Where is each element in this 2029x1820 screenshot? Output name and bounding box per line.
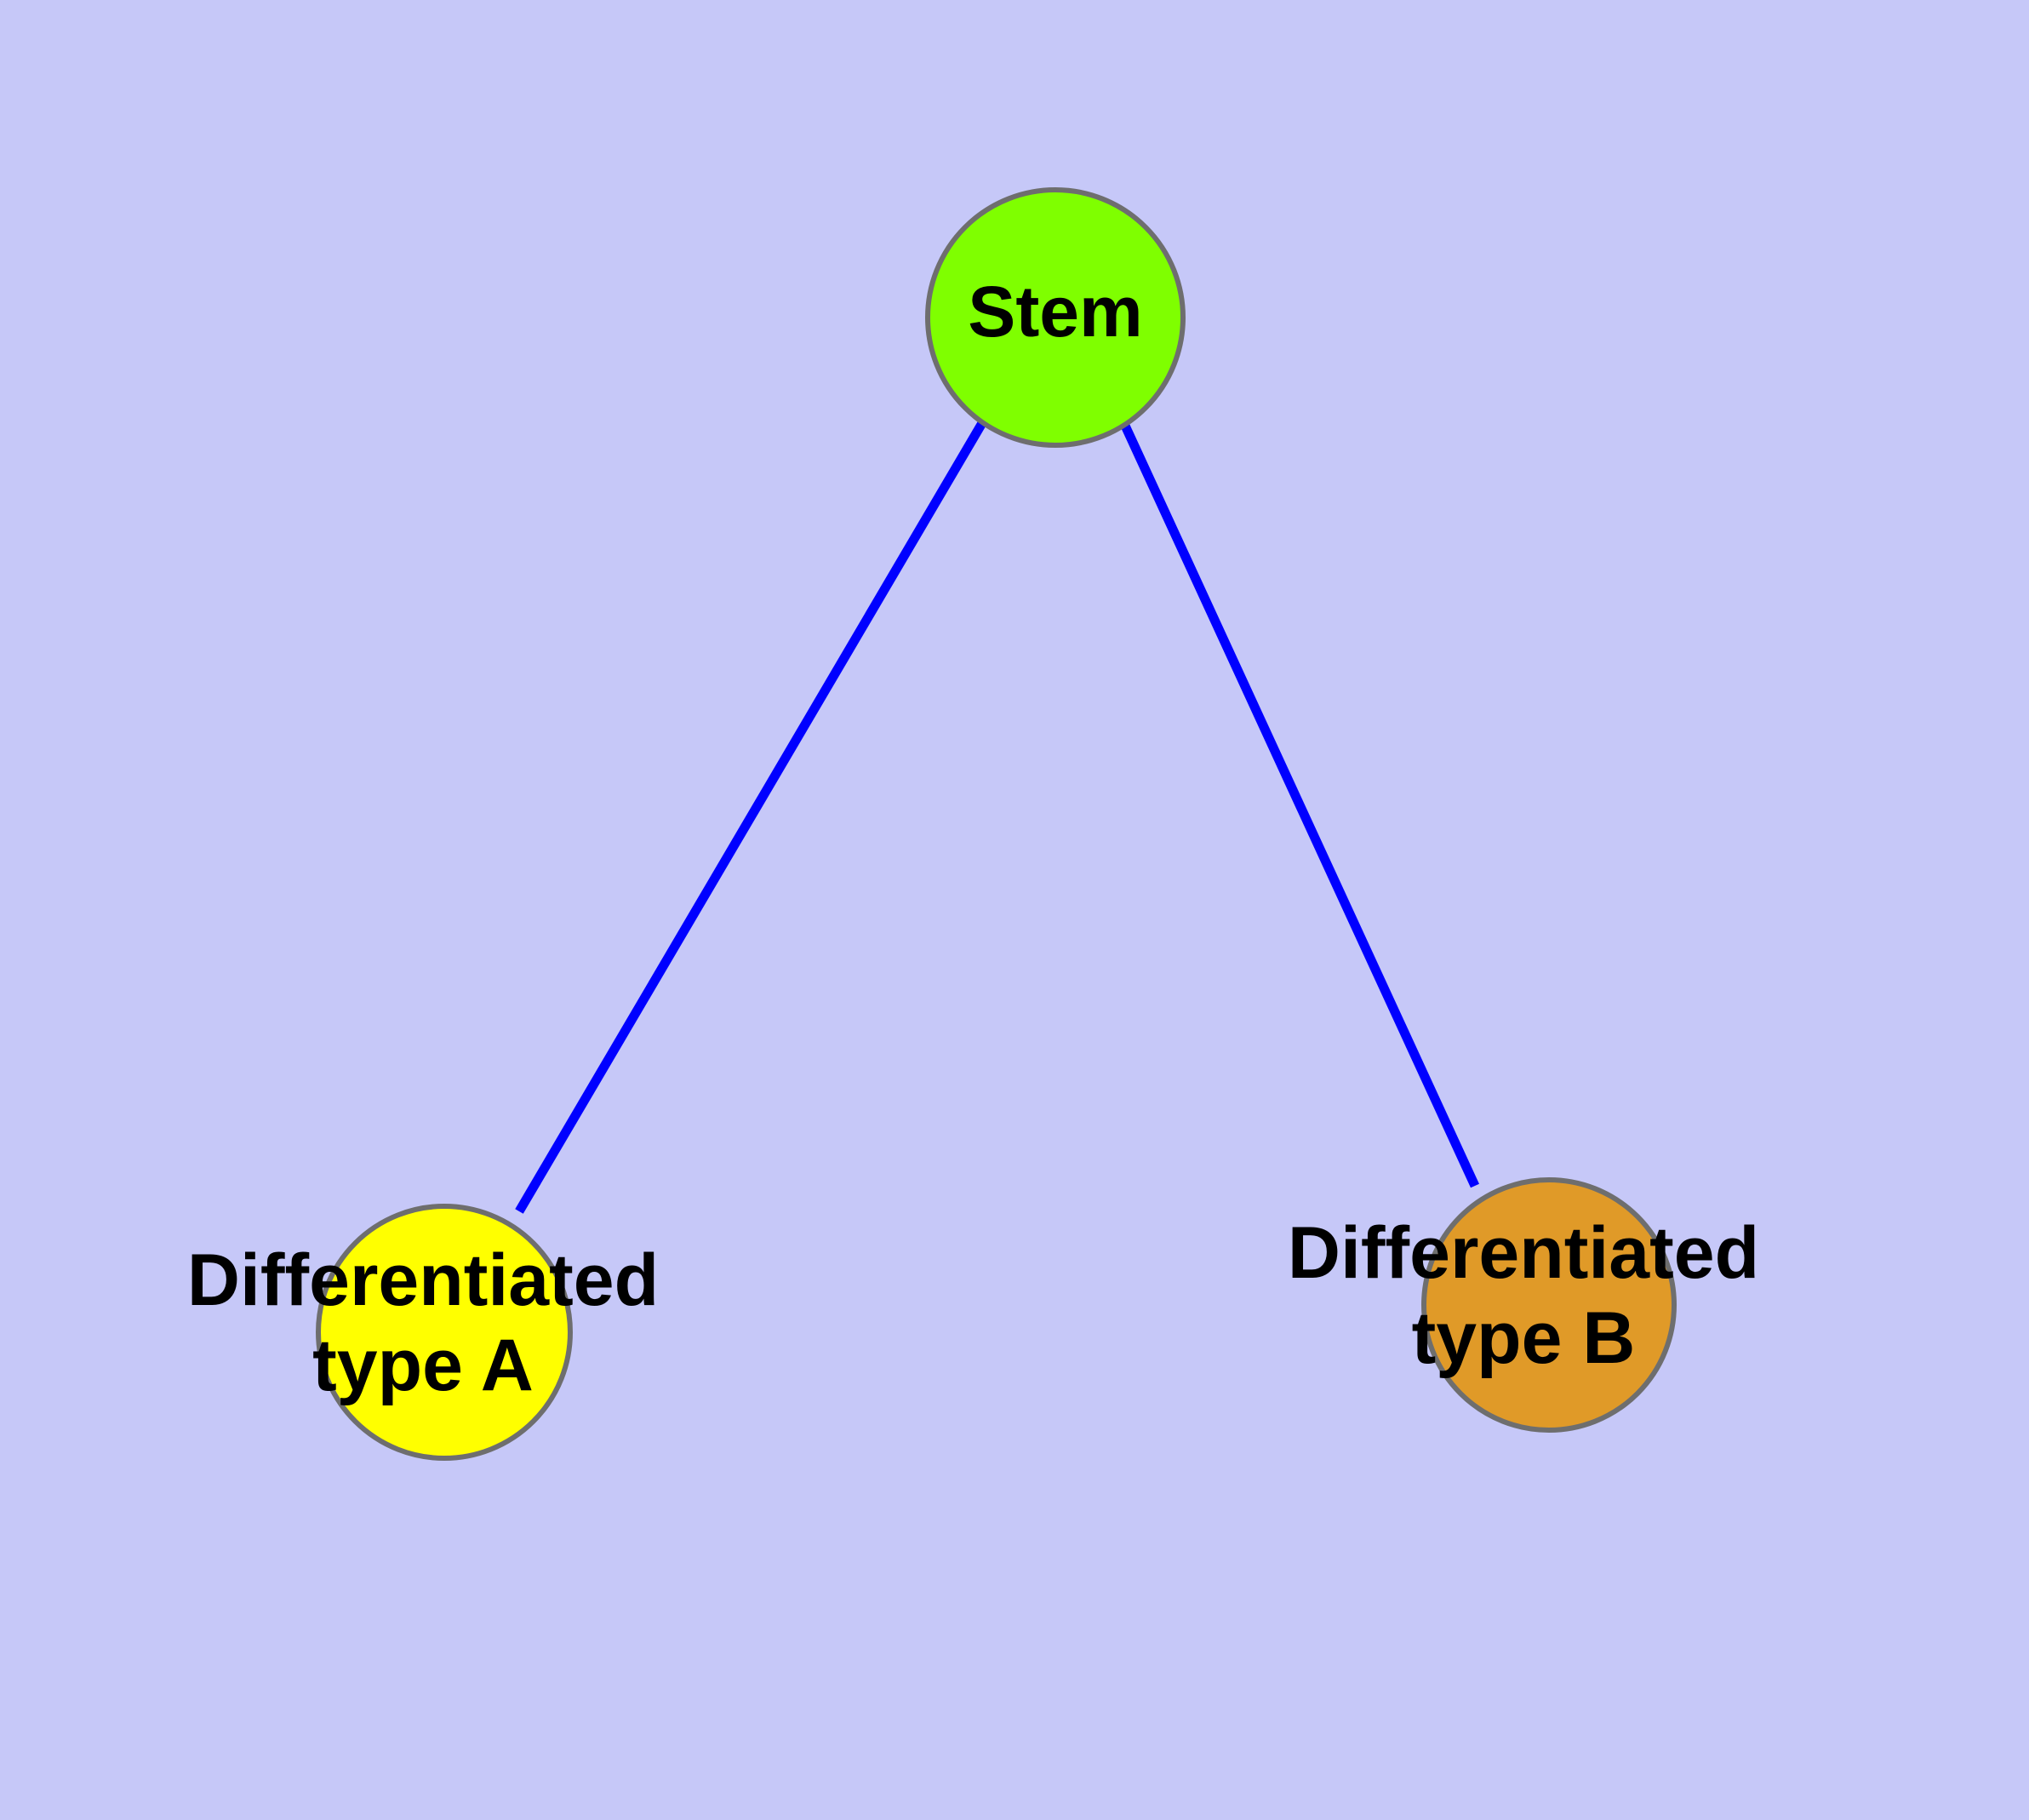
node-label-line: Differentiated	[187, 1239, 659, 1321]
node-label-line: type A	[312, 1325, 534, 1406]
node-label-line: type B	[1412, 1297, 1636, 1379]
node-label-stem: Stem	[968, 272, 1142, 352]
edge-stem-to-diff-a[interactable]	[515, 421, 986, 1214]
edge-layer	[515, 421, 1479, 1214]
node-layer	[316, 187, 1677, 1461]
node-stem[interactable]	[925, 187, 1186, 448]
node-label-line: Stem	[968, 272, 1142, 352]
edge-stem-to-diff-b[interactable]	[1121, 423, 1479, 1188]
node-diff-a[interactable]	[316, 1204, 573, 1461]
node-label-line: Differentiated	[1288, 1212, 1759, 1294]
node-diff-b[interactable]	[1421, 1177, 1677, 1433]
